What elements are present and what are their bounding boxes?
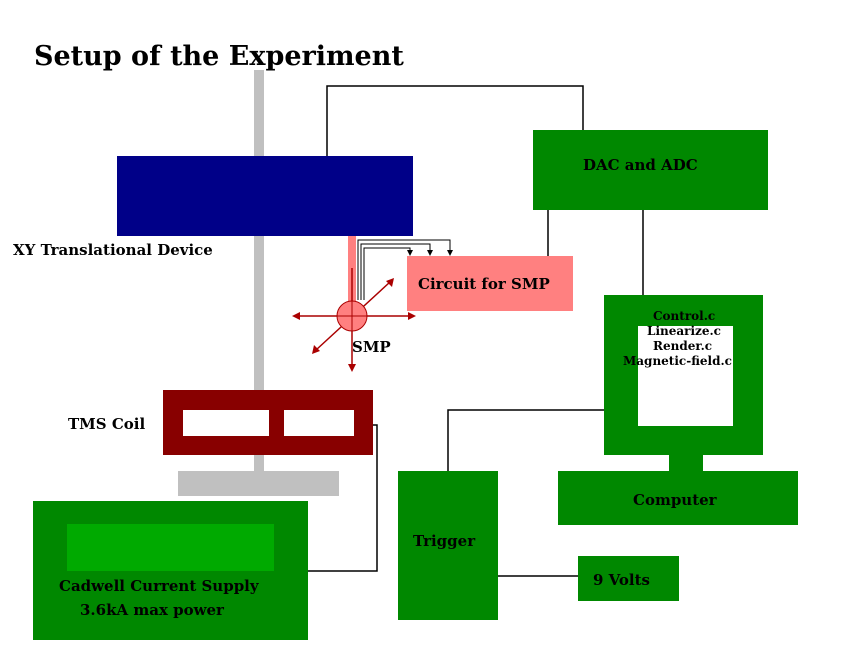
dac-adc-box	[533, 130, 768, 210]
computer-label: Computer	[633, 491, 718, 509]
tms-coil-core	[269, 410, 284, 421]
tms-coil-label: TMS Coil	[68, 415, 145, 433]
wires	[308, 85, 644, 577]
program-item: Render.c	[653, 339, 712, 353]
trigger-box	[398, 471, 498, 620]
trigger-label: Trigger	[413, 532, 476, 550]
monitor-screen	[638, 326, 733, 426]
tms-coil-gap-left	[183, 410, 269, 436]
support-rod-upper	[254, 70, 264, 156]
wire-coil-to-supply	[308, 424, 378, 572]
dac-adc-label: DAC and ADC	[583, 156, 698, 174]
program-item: Linearize.c	[647, 324, 721, 338]
smp-signal-arrowheads	[407, 250, 453, 256]
computer-box	[558, 471, 798, 525]
xy-translational-device	[117, 156, 413, 236]
support-rod-lower	[254, 236, 264, 391]
diagram-title: Setup of the Experiment	[34, 41, 404, 72]
support-rod-bottom	[254, 455, 264, 473]
smp-label: SMP	[352, 338, 391, 356]
tms-coil-gap-right	[284, 410, 354, 436]
circuit-for-smp-label: Circuit for SMP	[418, 275, 550, 293]
cadwell-display	[67, 524, 274, 571]
cadwell-label: Cadwell Current Supply	[59, 577, 260, 595]
circuit-for-smp	[407, 256, 573, 311]
program-item: Control.c	[653, 309, 715, 323]
program-list: Control.c Linearize.c Render.c Magnetic-…	[623, 309, 732, 368]
monitor-stand	[669, 455, 703, 471]
battery-box	[578, 556, 679, 601]
smp-axis-arrowheads	[292, 278, 416, 372]
xy-device-label: XY Translational Device	[13, 241, 213, 259]
tms-coil-core-lower	[269, 426, 284, 436]
wire-xy-to-dac	[326, 85, 584, 156]
program-item: Magnetic-field.c	[623, 354, 732, 368]
cadwell-power-label: 3.6kA max power	[80, 601, 225, 619]
wire-computer-to-trigger	[447, 409, 604, 471]
base-plate	[178, 471, 339, 496]
battery-label: 9 Volts	[593, 571, 650, 589]
